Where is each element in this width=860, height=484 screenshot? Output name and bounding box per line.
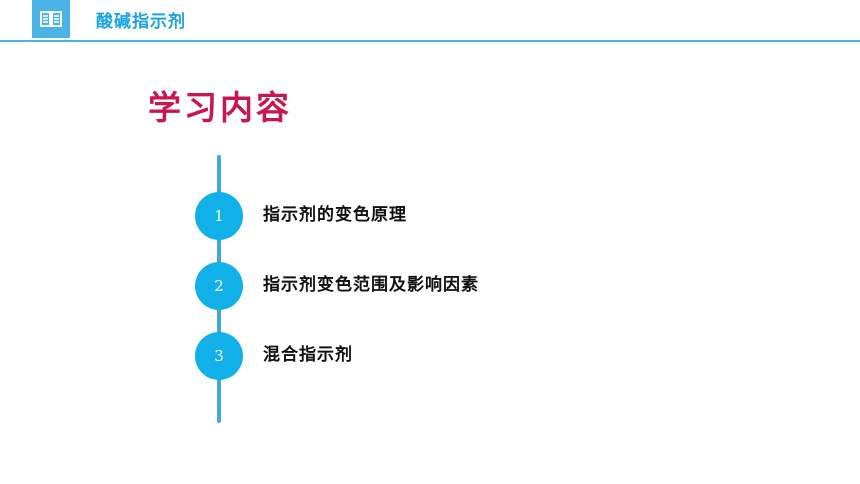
header-title: 酸碱指示剂 xyxy=(96,12,186,32)
section-title: 学习内容 xyxy=(148,88,292,127)
header-divider xyxy=(0,40,860,42)
agenda-item-3[interactable]: 混合指示剂 xyxy=(263,345,353,365)
agenda-number-1: 1 xyxy=(195,192,243,240)
agenda-item-2[interactable]: 指示剂变色范围及影响因素 xyxy=(263,275,479,295)
agenda-number-3: 3 xyxy=(195,332,243,380)
agenda-item-1[interactable]: 指示剂的变色原理 xyxy=(263,205,407,225)
book-icon xyxy=(40,11,62,27)
agenda-number-2: 2 xyxy=(195,262,243,310)
header-icon-box xyxy=(32,0,70,38)
